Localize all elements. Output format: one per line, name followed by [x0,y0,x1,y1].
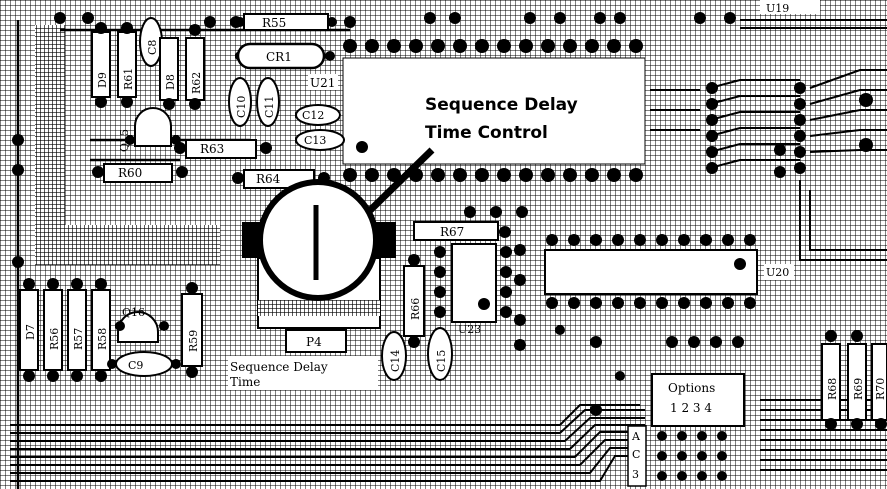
r58-label: R58 [96,328,109,350]
options-row-3: 3 [632,468,639,481]
right-pads [706,82,873,178]
top-pads [54,12,736,28]
r68-label: R68 [826,378,839,400]
c14-label: C14 [389,350,402,372]
u20-label: U20 [766,266,789,279]
q16-label: Q16 [122,306,145,319]
pot-caption-line-2: Time [230,375,260,389]
r55-resistor: R55 [235,13,337,31]
u20-ic: U20 [544,234,794,309]
c13-capacitor: C13 [295,129,345,151]
r70-label: R70 [874,378,887,400]
c12-label: C12 [302,109,324,122]
cr1-label: CR1 [266,50,292,64]
c9-capacitor: C9 [107,351,181,377]
cr1-diode: CR1 [235,42,335,70]
c8-label: C8 [146,40,159,55]
p4-potentiometer[interactable]: P4 [242,179,396,353]
q16-transistor: Q16 [115,306,169,343]
r64-resistor: R64 [232,169,330,189]
c15-capacitor: C15 [427,327,453,381]
r59-label: R59 [187,330,200,352]
c10-label: C10 [235,96,248,118]
c11-capacitor: C11 [256,77,280,127]
r63-label: R63 [200,142,224,156]
r66-label: R66 [409,298,422,320]
options-row-a: A [631,430,641,443]
d8-label: D8 [164,74,177,90]
r64-label: R64 [256,172,281,186]
u19-label: U19 [766,2,789,15]
right-traces [650,19,887,261]
r67-resistor: R67 [413,206,528,241]
d9-label: D9 [96,72,109,88]
r62-label: R62 [190,72,203,94]
r60-label: R60 [118,166,142,180]
callout-line-2: Time Control [425,123,548,143]
d7-label: D7 [24,324,37,340]
r61-label: R61 [122,68,135,90]
c15-label: C15 [435,350,448,372]
options-jumper-block: Options 1 2 3 4 A C 3 [590,336,745,487]
c14-capacitor: C14 [381,331,407,381]
c11-label: C11 [263,96,276,118]
c9-label: C9 [128,359,143,372]
u21-label: U21 [310,76,335,90]
r55-label: R55 [262,16,286,30]
r57-label: R57 [72,328,85,350]
options-numbers: 1 2 3 4 [670,401,712,415]
u23-label: U23 [458,323,481,336]
pot-caption-line-1: Sequence Delay [230,360,328,374]
r66-resistor: R66 [403,254,425,348]
r63-resistor: R63 [174,139,272,159]
bottom-right-resistors: R68 R69 R70 [821,330,887,430]
q15-label: Q15 [118,129,131,152]
callout-line-1: Sequence Delay [425,95,578,115]
r69-label: R69 [852,378,865,400]
q15-transistor: Q15 [118,107,181,152]
bottom-left-components: D7 R56 R57 R58 [19,278,111,382]
options-title: Options [668,381,715,395]
u21-ic [342,39,646,182]
top-left-vertical-components: D9 R61 C8 D8 R62 [91,17,205,110]
c13-label: C13 [304,134,326,147]
c12-capacitor: C12 [295,104,341,126]
u23-ic: U23 [434,243,512,336]
r67-label: R67 [440,225,464,239]
c10-capacitor: C10 [228,77,252,127]
options-jumper-pins [657,431,727,481]
r59-resistor: R59 [181,282,203,378]
p4-label: P4 [306,335,322,349]
r56-label: R56 [48,328,61,350]
options-row-c: C [632,448,640,461]
r60-resistor: R60 [92,163,188,183]
